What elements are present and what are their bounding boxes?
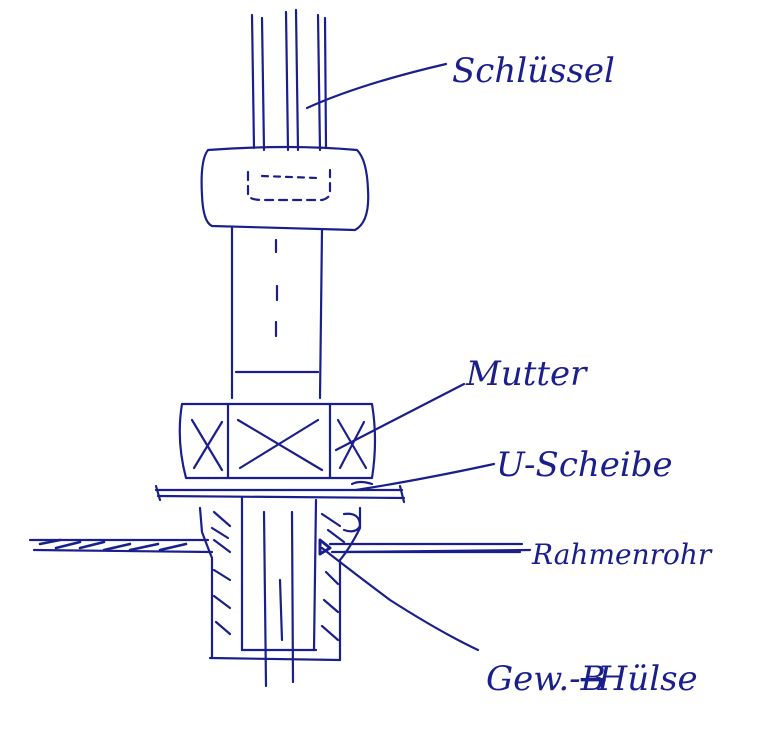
label-sleeve-suffix: Hülse — [597, 659, 698, 699]
label-frame-tube: Rahmenrohr — [531, 538, 713, 571]
label-sleeve: Gew.-BHülse — [486, 659, 698, 699]
label-washer: U-Scheibe — [496, 445, 673, 485]
key-body — [230, 226, 324, 400]
threaded-sleeve — [198, 506, 362, 662]
leader-lines — [305, 62, 532, 652]
label-nut: Mutter — [465, 354, 588, 394]
label-sleeve-prefix: Gew.- — [486, 659, 581, 699]
nut — [178, 402, 377, 480]
label-key: Schlüssel — [452, 51, 615, 91]
bolt — [240, 496, 318, 688]
key-shaft — [250, 8, 328, 152]
washer — [154, 480, 406, 504]
key-head — [200, 145, 370, 232]
labels: Schlüssel Mutter U-Scheibe Rahmenrohr Ge… — [452, 51, 713, 699]
label-sleeve-struck-letter: B — [580, 659, 606, 699]
